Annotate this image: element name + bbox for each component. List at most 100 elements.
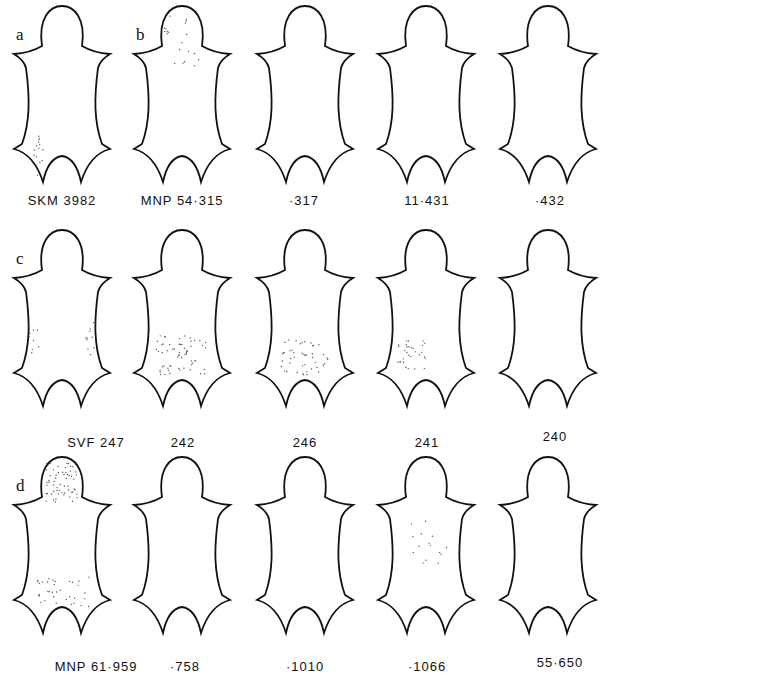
stipple-dot	[169, 344, 170, 345]
stipple-dot	[185, 22, 186, 23]
stipple-dot	[414, 351, 415, 352]
stipple-dot	[164, 374, 165, 375]
stipple-dot	[316, 367, 317, 368]
specimen-outline	[14, 457, 110, 633]
stipple-dot	[73, 478, 74, 479]
stipple-dot	[167, 368, 168, 369]
stipple-dot	[61, 492, 62, 493]
stipple-dot	[198, 59, 199, 60]
stipple-dot	[408, 368, 409, 369]
stipple-dot	[77, 467, 78, 468]
stipple-dot	[178, 344, 179, 345]
stipple-dot	[42, 581, 43, 582]
stipple-dot	[194, 340, 195, 341]
stipple-dot	[39, 162, 40, 163]
stipple-dot	[90, 354, 91, 355]
stipple-dot	[189, 337, 190, 338]
specimen-number: 246	[293, 436, 318, 449]
figure-letter: c	[16, 250, 24, 267]
stipple-dot	[53, 469, 54, 470]
stipple-dot	[46, 493, 47, 494]
stipple-dot	[288, 339, 289, 340]
stipple-dot	[428, 543, 429, 544]
stipple-dot	[422, 562, 423, 563]
stipple-dot	[184, 335, 185, 336]
stipple-dot	[67, 474, 68, 475]
stipple-dot	[37, 330, 38, 331]
stipple-dot	[414, 368, 415, 369]
stipple-dot	[174, 63, 175, 64]
stipple-dot	[156, 349, 157, 350]
stipple-dot	[291, 350, 292, 351]
stipple-dot	[69, 581, 70, 582]
stipple-dot	[55, 498, 56, 499]
stipple-dot	[59, 484, 60, 485]
stipple-dot	[76, 493, 77, 494]
stipple-dot	[158, 351, 159, 352]
stipple-dot	[408, 346, 409, 347]
specimen-number: SKM 3982	[28, 194, 97, 207]
stipple-dot	[77, 585, 78, 586]
stipple-dot	[184, 354, 185, 355]
stipple-dot	[177, 356, 178, 357]
figure-letter: b	[136, 26, 145, 43]
stipple-dot	[405, 367, 406, 368]
stipple-dot	[39, 144, 40, 145]
stipple-dot	[39, 583, 40, 584]
stipple-dot	[419, 354, 420, 355]
stipple-dot	[168, 370, 169, 371]
stipple-dot	[91, 337, 92, 338]
stipple-dot	[418, 546, 419, 547]
specimen-figure	[134, 457, 230, 633]
stipple-dot	[64, 492, 65, 493]
stipple-dot	[28, 325, 29, 326]
specimen-outline	[378, 230, 474, 406]
stipple-dot	[311, 368, 312, 369]
stipple-dot	[60, 590, 61, 591]
stipple-dot	[404, 350, 405, 351]
stipple-dot	[76, 497, 77, 498]
stipple-dot	[186, 34, 187, 35]
stipple-dot	[425, 521, 426, 522]
stipple-dot	[199, 340, 200, 341]
stipple-dot	[38, 142, 39, 143]
specimen-outline	[500, 457, 596, 633]
stipple-dot	[70, 466, 71, 467]
stipple-dot	[303, 354, 304, 355]
specimen-outline	[378, 457, 474, 633]
stipple-dot	[32, 349, 33, 350]
stipple-dot	[44, 600, 45, 601]
stipple-dot	[71, 476, 72, 477]
stipple-dot	[318, 371, 319, 372]
stipple-dot	[93, 322, 94, 323]
figure-letter: d	[16, 477, 25, 494]
stipple-dot	[422, 345, 423, 346]
specimen-outline	[257, 6, 353, 182]
stipple-dot	[306, 354, 307, 355]
stipple-dot	[286, 371, 287, 372]
stipple-dot	[406, 340, 407, 341]
stipple-dot	[192, 362, 193, 363]
specimen-figure	[378, 457, 474, 633]
stipple-dot	[66, 599, 67, 600]
stipple-dot	[194, 65, 195, 66]
specimen-outline	[500, 6, 596, 182]
stipple-dot	[437, 563, 438, 564]
stipple-dot	[166, 31, 167, 32]
stipple-dot	[169, 365, 170, 366]
stipple-dot	[53, 490, 54, 491]
specimen-outline	[14, 6, 110, 182]
figure-letter: a	[16, 26, 24, 43]
stipple-dot	[74, 597, 75, 598]
stipple-dot	[159, 369, 160, 370]
stipple-dot	[178, 355, 179, 356]
stipple-dot	[424, 342, 425, 343]
stipple-dot	[410, 356, 411, 357]
stipple-dot	[439, 552, 440, 553]
specimen-outline	[14, 457, 110, 633]
stipple-dot	[170, 366, 171, 367]
stipple-dot	[318, 344, 319, 345]
stipple-dot	[424, 368, 425, 369]
stipple-dot	[84, 592, 85, 593]
stipple-dot	[40, 602, 41, 603]
